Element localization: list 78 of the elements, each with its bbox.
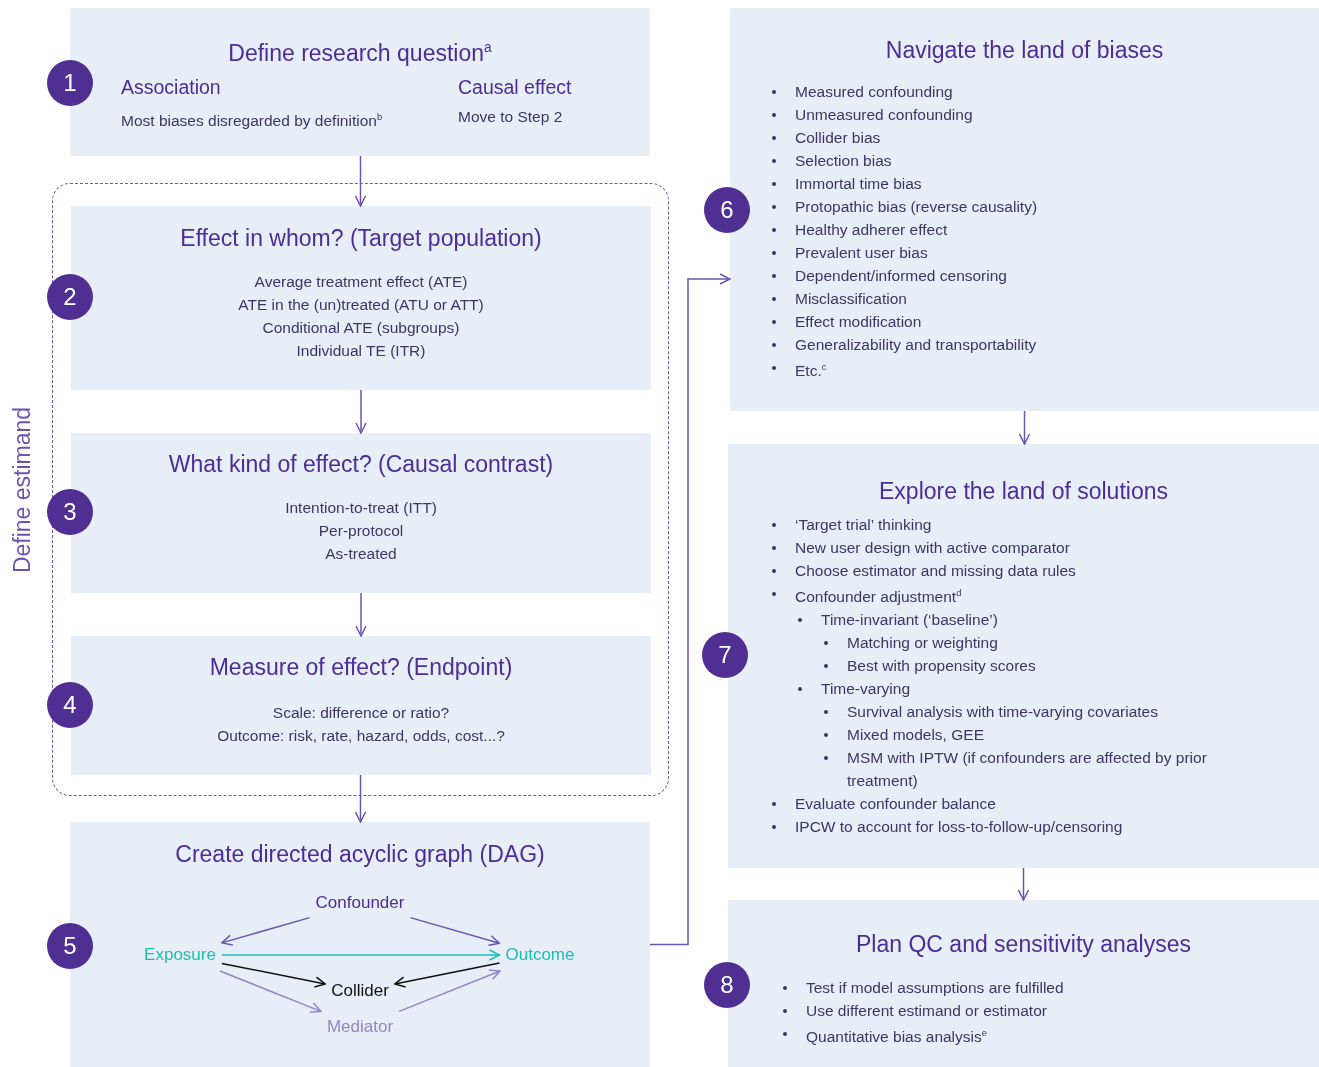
bullet-item: Time-invariant (‘baseline’) — [798, 608, 998, 632]
bullet-item: Dependent/informed censoring — [772, 264, 1007, 287]
bullet-item: Measured confounding — [772, 80, 953, 103]
arrow — [649, 273, 731, 946]
step-number: 2 — [47, 274, 93, 320]
arrow — [398, 969, 501, 1013]
arrow — [394, 962, 501, 988]
arrow — [354, 774, 367, 823]
bullet-item: MSM with IPTW (if confounders are affected by prior treatment) — [824, 746, 1217, 793]
bullet-item: Choose estimator and missing data rules — [772, 559, 1076, 582]
step-number: 5 — [47, 923, 93, 969]
panel-title: Create directed acyclic graph (DAG) — [175, 840, 545, 868]
body-text: Outcome: risk, rate, hazard, odds, cost...? — [217, 726, 505, 746]
step-number: 3 — [47, 489, 93, 535]
variable-label: Exposure — [144, 945, 216, 965]
group-title: Define estimand — [9, 406, 36, 573]
bullet-item: Generalizability and transportability — [772, 333, 1037, 356]
bullet-item: Mixed models, GEE — [824, 723, 984, 747]
body-text: Average treatment effect (ATE) — [254, 272, 468, 292]
bullet-item: Matching or weighting — [824, 631, 998, 655]
variable-label: Confounder — [315, 893, 405, 913]
subheading: Causal effect — [458, 76, 572, 98]
arrow — [221, 916, 311, 946]
panel-title: What kind of effect? (Causal contrast) — [168, 450, 554, 478]
arrow — [355, 592, 367, 637]
body-text: Move to Step 2 — [458, 107, 563, 127]
bullet-item: Healthy adherer effect — [772, 218, 948, 241]
body-text: Intention-to-treat (ITT) — [285, 498, 437, 518]
body-text: Individual TE (ITR) — [296, 341, 426, 361]
bullet-item: IPCW to account for loss-to-follow-up/censoring — [772, 815, 1123, 839]
arrow — [354, 155, 367, 207]
bullet-item: Collider bias — [772, 126, 881, 149]
bullet-item: Selection bias — [772, 149, 892, 172]
arrow — [1018, 410, 1031, 445]
step-number: 1 — [47, 60, 93, 106]
bullet-item: Evaluate confounder balance — [772, 792, 996, 816]
bullet-item: Time-varying — [798, 677, 910, 701]
bullet-item: Immortal time bias — [772, 172, 922, 195]
panel-title: Measure of effect? (Endpoint) — [209, 653, 513, 681]
step-number: 4 — [47, 682, 93, 728]
body-text: As-treated — [325, 544, 397, 564]
arrow — [355, 389, 367, 434]
bullet-item: ‘Target trial’ thinking — [772, 513, 932, 536]
bullet-item: New user design with active comparator — [772, 536, 1070, 559]
body-text: Per-protocol — [318, 521, 404, 541]
arrow — [219, 970, 322, 1014]
bullet-item: Use different estimand or estimator — [783, 999, 1047, 1022]
bullet-item: Best with propensity scores — [824, 654, 1036, 678]
variable-label: Mediator — [326, 1017, 394, 1037]
variable-label: Outcome — [505, 945, 575, 965]
bullet-item: Prevalent user bias — [772, 241, 928, 264]
arrow — [409, 916, 501, 947]
body-text: Most biases disregarded by definition$^{b}$ — [121, 111, 383, 132]
bullet-item: Misclassification — [772, 287, 907, 310]
subheading: Association — [121, 76, 221, 98]
step-number: 7 — [702, 632, 748, 678]
arrow — [221, 962, 326, 988]
bullet-item: Confounder adjustment$^{d}$ — [772, 582, 962, 609]
bullet-item: Effect modification — [772, 310, 922, 333]
panel-title: Plan QC and sensitivity analyses — [856, 930, 1191, 958]
body-text: Scale: difference or ratio? — [272, 703, 450, 723]
bullet-item: Quantitative bias analysis$^{e}$ — [783, 1022, 987, 1049]
bullet-item: Etc.$^{c}$ — [772, 356, 827, 383]
bullet-item: Protopathic bias (reverse causality) — [772, 195, 1038, 218]
variable-label: Collider — [331, 981, 389, 1001]
step-number: 8 — [704, 962, 750, 1008]
panel-title: Define research question$^{a}$ — [228, 38, 492, 67]
body-text: ATE in the (un)treated (ATU or ATT) — [238, 295, 484, 315]
step-number: 6 — [704, 187, 750, 233]
bullet-item: Unmeasured confounding — [772, 103, 973, 126]
bullet-item: Survival analysis with time-varying covariates — [824, 700, 1158, 724]
arrow — [221, 949, 501, 961]
body-text: Conditional ATE (subgroups) — [262, 318, 460, 338]
bullet-item: Test if model assumptions are fulfilled — [783, 976, 1064, 999]
panel-title: Effect in whom? (Target population) — [180, 224, 542, 252]
panel-title: Navigate the land of biases — [885, 36, 1164, 64]
panel-title: Explore the land of solutions — [879, 477, 1168, 505]
arrow — [1017, 867, 1030, 901]
